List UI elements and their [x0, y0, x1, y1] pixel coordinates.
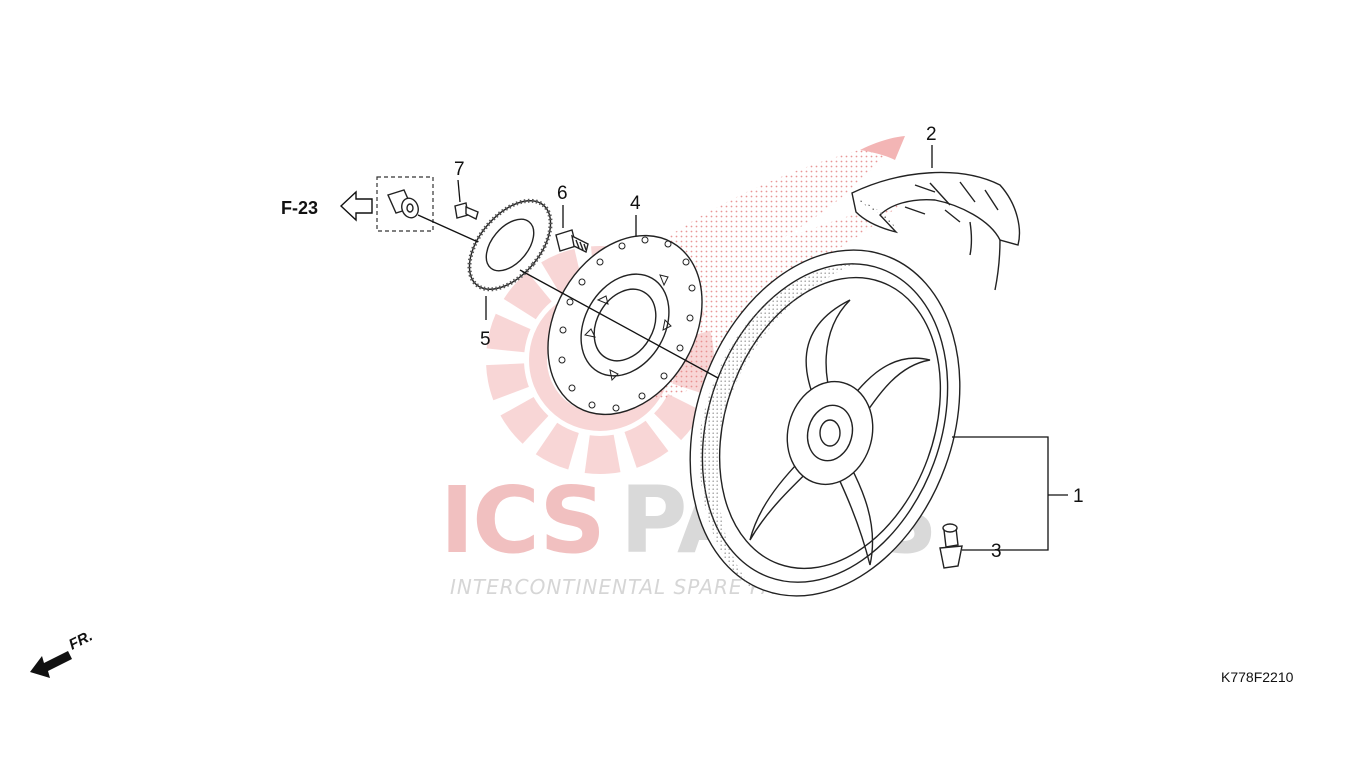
- callout-5[interactable]: 5: [480, 329, 491, 350]
- reference-link[interactable]: F-23: [281, 190, 373, 222]
- valve[interactable]: [939, 523, 963, 569]
- leader-lines: [417, 145, 1068, 551]
- arrow-left-icon: [339, 190, 373, 222]
- drawing-code: K778F2210: [1221, 669, 1294, 685]
- callout-3[interactable]: 3: [991, 541, 1002, 562]
- callout-4[interactable]: 4: [630, 193, 641, 214]
- pulser-ring[interactable]: [454, 186, 567, 304]
- wheel[interactable]: [644, 212, 1006, 634]
- front-label: FR.: [66, 627, 95, 653]
- callout-7[interactable]: 7: [454, 159, 465, 180]
- front-indicator: FR.: [30, 627, 95, 678]
- callout-2[interactable]: 2: [926, 124, 937, 145]
- reference-label[interactable]: F-23: [281, 198, 318, 218]
- callout-6[interactable]: 6: [557, 183, 568, 204]
- collar-reference-box[interactable]: [376, 176, 434, 232]
- watermark-brand-red: ICS: [440, 467, 604, 574]
- disc-bolt[interactable]: [555, 229, 589, 254]
- front-arrow-icon: [30, 651, 72, 678]
- callout-1[interactable]: 1: [1073, 486, 1084, 507]
- tire[interactable]: [851, 171, 1021, 291]
- screw[interactable]: [454, 202, 479, 221]
